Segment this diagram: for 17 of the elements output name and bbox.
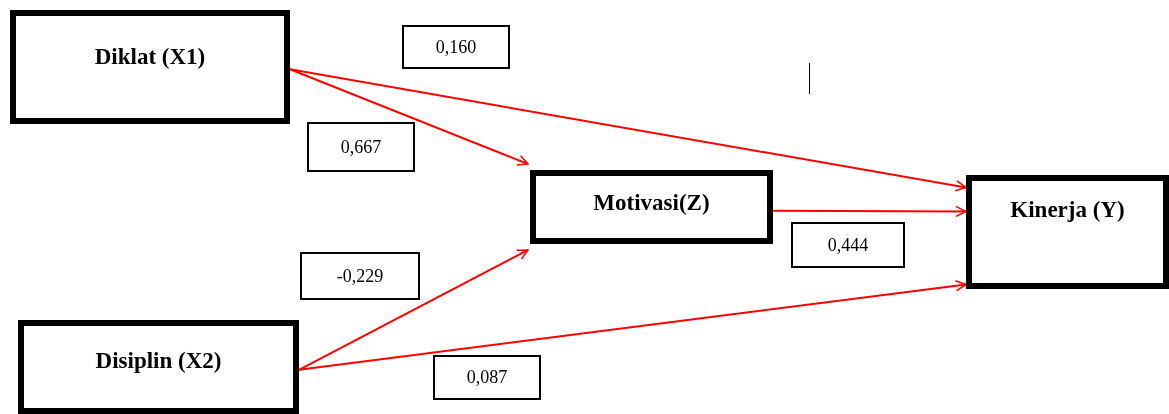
variable-box (18, 320, 299, 414)
variable-name: Motivasi(Z) (593, 190, 710, 216)
coefficient-label: 0,087 (433, 355, 541, 400)
arrow (772, 205, 967, 218)
variable-box (966, 175, 1169, 289)
variable-name: Kinerja (Y) (1010, 197, 1125, 223)
coefficient-label: 0,444 (791, 222, 905, 268)
variable-name: Diklat (X1) (94, 44, 206, 70)
arrow (298, 249, 529, 371)
coefficient-label: -0,229 (300, 252, 420, 300)
variable-box (10, 10, 290, 124)
arrow (298, 280, 967, 371)
arrow (289, 68, 529, 166)
variable-name: Disiplin (X2) (95, 348, 222, 374)
coefficient-label: 0,667 (307, 122, 415, 172)
variable-box (530, 170, 773, 244)
coefficient-label: 0,160 (402, 25, 510, 69)
